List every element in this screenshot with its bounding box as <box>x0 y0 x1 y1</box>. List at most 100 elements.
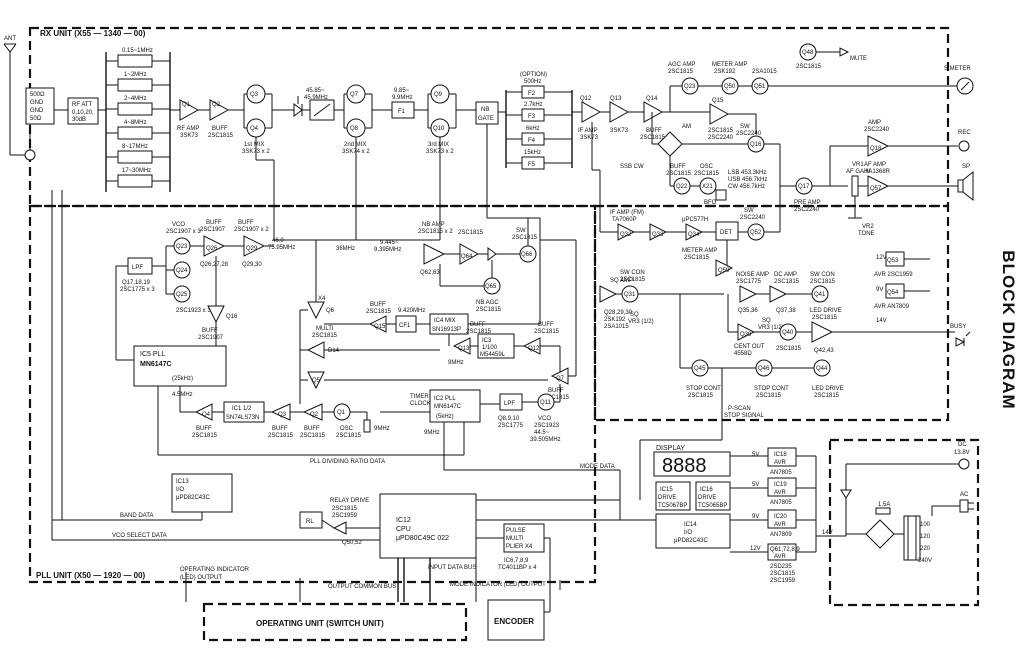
svg-text:I/O: I/O <box>684 530 692 536</box>
svg-text:F5: F5 <box>528 162 536 168</box>
q26-buff <box>203 235 226 257</box>
svg-text:1~2MHz: 1~2MHz <box>124 72 147 78</box>
filter-f4: F4 <box>506 132 572 146</box>
svg-text:0.15~1MHz: 0.15~1MHz <box>122 48 153 54</box>
svg-text:LPF: LPF <box>132 265 143 271</box>
svg-text:RL: RL <box>306 519 314 525</box>
q12-if-amp <box>581 101 602 123</box>
bpf-3: 4~8MHz <box>106 120 170 140</box>
ic12-cpu <box>379 493 477 559</box>
svg-text:2SC1775: 2SC1775 <box>736 279 762 285</box>
svg-text:LPF: LPF <box>504 401 515 407</box>
svg-text:Q61,72,8,9: Q61,72,8,9 <box>770 547 800 553</box>
svg-text:2SC1775: 2SC1775 <box>498 423 524 429</box>
q16-buff <box>207 305 225 324</box>
svg-text:Q4: Q4 <box>202 412 211 418</box>
svg-text:Q35,36: Q35,36 <box>738 308 758 314</box>
svg-text:2SC1815: 2SC1815 <box>640 135 666 141</box>
svg-text:TONE: TONE <box>858 231 875 237</box>
svg-text:SN74LS73N: SN74LS73N <box>226 415 259 421</box>
svg-text:Q4: Q4 <box>250 126 259 132</box>
svg-text:Q25: Q25 <box>176 292 188 298</box>
svg-text:Q11: Q11 <box>540 400 552 406</box>
svg-text:MODE DATA: MODE DATA <box>580 464 615 470</box>
svg-text:SQ: SQ <box>630 312 639 318</box>
svg-text:2SC1775 x 3: 2SC1775 x 3 <box>120 287 155 293</box>
svg-text:2SC1815: 2SC1815 <box>332 506 358 512</box>
rec-label: REC <box>958 130 971 136</box>
display-digits: 8888 <box>662 455 707 477</box>
svg-text:CPU: CPU <box>396 526 411 533</box>
svg-text:AN7809: AN7809 <box>770 532 792 538</box>
svg-text:2SC1815: 2SC1815 <box>684 255 710 261</box>
svg-text:Q26,27,28: Q26,27,28 <box>200 262 229 268</box>
svg-text:6kHz: 6kHz <box>526 126 540 132</box>
svg-text:STOP CONT: STOP CONT <box>686 386 721 392</box>
svg-text:2SC1815: 2SC1815 <box>620 277 646 283</box>
rec-jack-icon <box>958 140 970 152</box>
svg-text:AGC AMP: AGC AMP <box>668 62 695 68</box>
svg-text:Q34: Q34 <box>688 232 700 238</box>
svg-text:Q16: Q16 <box>226 314 238 320</box>
svg-text:AVR: AVR <box>774 490 787 496</box>
svg-text:Q66: Q66 <box>521 252 533 258</box>
svg-text:NOISE AMP: NOISE AMP <box>736 272 769 278</box>
relay-driver <box>332 521 347 535</box>
q44 <box>813 359 831 377</box>
squelch-frame <box>593 204 950 422</box>
svg-text:NB: NB <box>481 107 489 113</box>
svg-text:44.5~: 44.5~ <box>534 430 550 436</box>
sp-label: SP <box>962 164 970 170</box>
svg-text:2SC2240: 2SC2240 <box>740 215 766 221</box>
svg-text:MN6147C: MN6147C <box>434 404 462 410</box>
svg-text:AVR: AVR <box>774 522 787 528</box>
svg-text:IC6,7,8,9: IC6,7,8,9 <box>504 558 529 564</box>
bpf-0: 0.15~1MHz <box>106 48 170 68</box>
svg-text:2SC1959: 2SC1959 <box>770 578 796 584</box>
svg-text:PULSE: PULSE <box>506 528 526 534</box>
ic16-drive <box>695 481 731 511</box>
op-indicator-1: OPERATING INDICATOR <box>180 567 250 573</box>
svg-text:2SC1907 x 3: 2SC1907 x 3 <box>166 229 201 235</box>
ic15-drive <box>655 481 691 511</box>
svg-text:36MHz: 36MHz <box>336 246 355 252</box>
svg-text:2SC2240: 2SC2240 <box>736 131 762 137</box>
svg-text:5V: 5V <box>752 482 759 488</box>
svg-text:12V: 12V <box>876 255 887 261</box>
diode-nb-icon <box>487 247 497 261</box>
svg-text:GND: GND <box>30 100 44 106</box>
svg-text:4558D: 4558D <box>734 351 752 357</box>
svg-text:2SC1815: 2SC1815 <box>666 171 692 177</box>
svg-text:Q39: Q39 <box>740 332 752 338</box>
svg-text:3SK73: 3SK73 <box>180 133 199 139</box>
svg-text:2SC1815: 2SC1815 <box>776 346 802 352</box>
svg-text:Q1: Q1 <box>182 102 191 108</box>
svg-text:240V: 240V <box>918 558 932 564</box>
svg-text:SN16913P: SN16913P <box>432 327 461 333</box>
svg-text:Q46: Q46 <box>758 366 770 372</box>
svg-text:Q10: Q10 <box>433 126 445 132</box>
svg-text:OSC: OSC <box>340 426 354 432</box>
svg-text:2SC1815: 2SC1815 <box>312 333 338 339</box>
power-rails: 5V IC18 AVR AN7805 5V IC19 AVR AN7805 9V… <box>750 447 800 584</box>
svg-text:μPC577H: μPC577H <box>682 217 708 223</box>
svg-text:SW: SW <box>744 208 754 214</box>
svg-text:Q33: Q33 <box>652 232 664 238</box>
svg-text:Q1: Q1 <box>337 410 346 416</box>
svg-text:9V: 9V <box>752 514 759 520</box>
q34 <box>685 223 704 241</box>
svg-text:Q12: Q12 <box>580 96 592 102</box>
svg-text:500Ω: 500Ω <box>30 92 45 98</box>
svg-text:2SA1015: 2SA1015 <box>604 324 629 330</box>
svg-text:9MHz: 9MHz <box>448 360 464 366</box>
svg-text:9MHz: 9MHz <box>424 430 440 436</box>
svg-text:2SC1907: 2SC1907 <box>200 227 226 233</box>
svg-text:STOP SIGNAL: STOP SIGNAL <box>724 413 764 419</box>
svg-text:DC AMP: DC AMP <box>774 272 797 278</box>
svg-text:9.9MHz: 9.9MHz <box>392 95 413 101</box>
op-indicator-2: (LED) OUTPUT <box>180 575 222 581</box>
svg-text:Q16: Q16 <box>750 142 762 148</box>
svg-text:Q17: Q17 <box>798 184 810 190</box>
svg-text:Q51: Q51 <box>754 84 766 90</box>
svg-text:9.395MHz: 9.395MHz <box>374 247 401 253</box>
